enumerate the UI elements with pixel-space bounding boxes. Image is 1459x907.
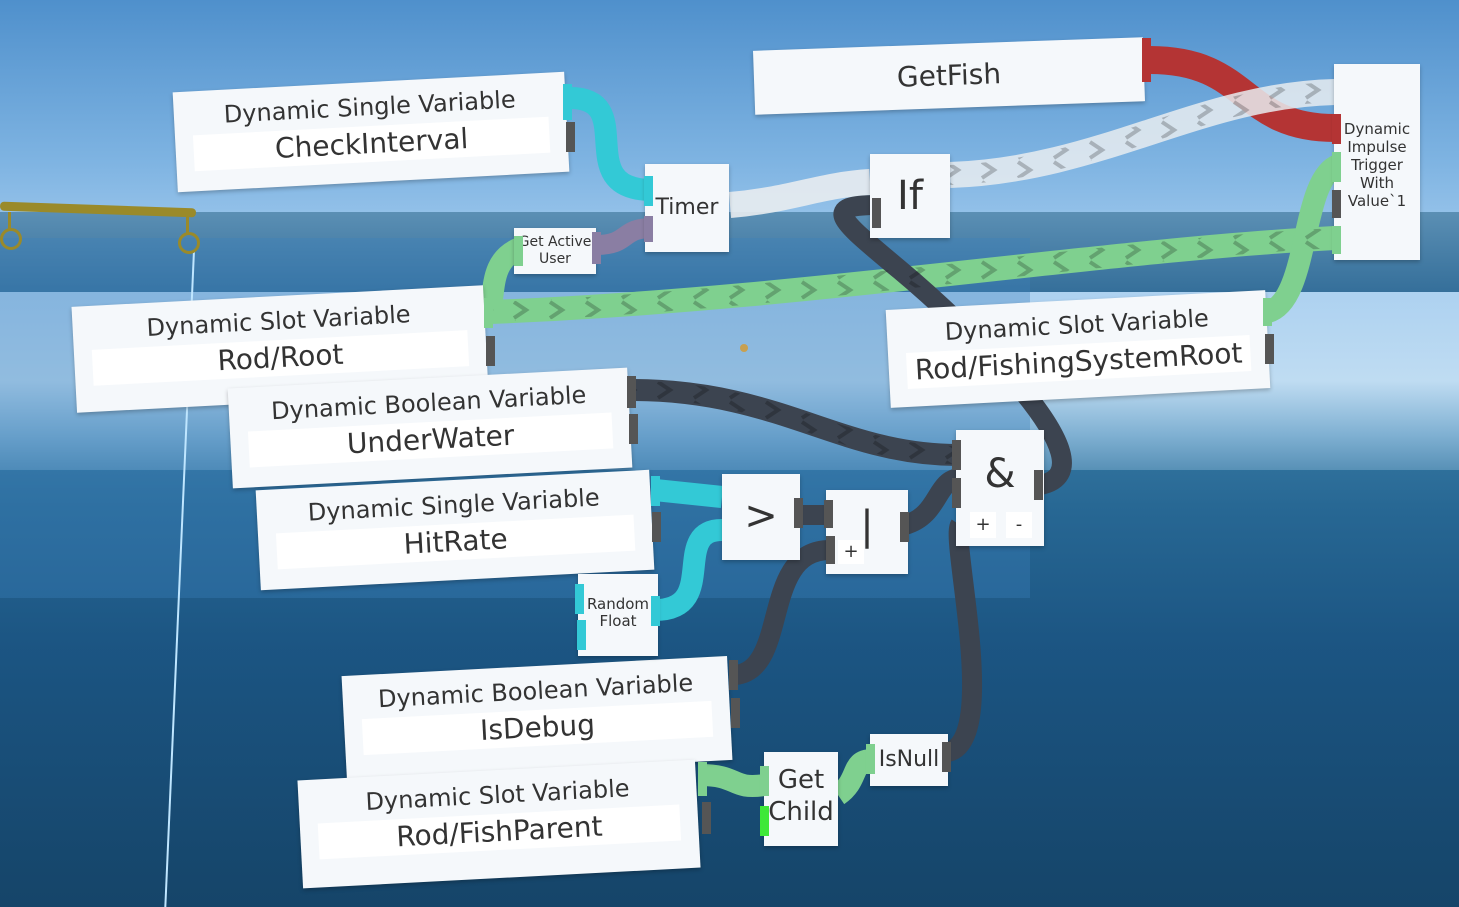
- node-fishing-system-root[interactable]: Dynamic Slot Variable Rod/FishingSystemR…: [885, 290, 1271, 408]
- node-label: Get Active User: [518, 234, 592, 267]
- node-hit-rate[interactable]: Dynamic Single Variable HitRate: [255, 469, 655, 591]
- output-port[interactable]: [514, 236, 523, 266]
- node-label: &: [984, 451, 1016, 497]
- node-label: Random Float: [586, 595, 650, 630]
- wire-getfish-value: [1149, 46, 1336, 142]
- input-port-interval[interactable]: [644, 176, 653, 206]
- output-port[interactable]: [575, 584, 584, 614]
- input-port[interactable]: [952, 478, 961, 508]
- node-label: If: [897, 173, 923, 219]
- node-check-interval[interactable]: Dynamic Single Variable CheckInterval: [172, 71, 570, 193]
- node-value-label: GetFish: [896, 57, 1002, 94]
- node-label: IsNull: [878, 747, 940, 772]
- output-port[interactable]: [942, 742, 951, 772]
- output-port[interactable]: [794, 498, 803, 528]
- node-under-water[interactable]: Dynamic Boolean Variable UnderWater: [227, 367, 633, 489]
- node-dynamic-impulse-trigger[interactable]: Dynamic Impulse Trigger With Value`1: [1334, 64, 1420, 260]
- output-port[interactable]: [1263, 298, 1272, 326]
- input-port-tag[interactable]: [1332, 114, 1341, 144]
- rod-ring-right-icon: [178, 232, 200, 254]
- focus-dot: [740, 344, 748, 352]
- output-port[interactable]: [651, 476, 660, 506]
- node-and[interactable]: & + -: [956, 430, 1044, 546]
- node-if[interactable]: If: [870, 154, 950, 238]
- rod-hanger-left: [8, 212, 11, 230]
- node-timer[interactable]: Timer: [645, 164, 729, 252]
- input-port-instance[interactable]: [760, 766, 769, 796]
- output-port[interactable]: [486, 336, 495, 366]
- input-port-value[interactable]: [1332, 152, 1341, 182]
- input-port-user[interactable]: [644, 216, 653, 242]
- output-port[interactable]: [1265, 334, 1274, 364]
- input-port-target[interactable]: [1332, 226, 1341, 254]
- output-port[interactable]: [629, 414, 638, 444]
- wire-checkinterval-to-timer: [569, 87, 653, 201]
- add-input-button[interactable]: +: [838, 540, 864, 564]
- output-port[interactable]: [651, 596, 660, 626]
- output-port[interactable]: [731, 698, 740, 728]
- node-random-float[interactable]: Random Float: [578, 574, 658, 656]
- output-port[interactable]: [563, 84, 572, 120]
- node-get-fish[interactable]: GetFish: [753, 37, 1145, 115]
- output-port[interactable]: [698, 762, 707, 796]
- input-port[interactable]: [824, 500, 833, 528]
- output-port[interactable]: [729, 660, 738, 690]
- node-or[interactable]: | +: [826, 490, 908, 574]
- input-port[interactable]: [1332, 190, 1341, 218]
- node-label: Get Child: [768, 765, 834, 827]
- output-port[interactable]: [577, 620, 586, 650]
- node-get-child[interactable]: Get Child: [764, 752, 838, 846]
- input-port-condition[interactable]: [872, 198, 881, 228]
- output-port[interactable]: [652, 512, 661, 542]
- output-port[interactable]: [1034, 470, 1043, 500]
- wire-timer-to-if: [728, 169, 871, 218]
- output-port[interactable]: [1142, 38, 1151, 82]
- input-port[interactable]: [952, 440, 961, 470]
- rod-hanger-right: [186, 214, 189, 234]
- output-port[interactable]: [484, 298, 493, 328]
- output-port[interactable]: [592, 232, 601, 264]
- output-port[interactable]: [900, 512, 909, 542]
- output-port[interactable]: [702, 802, 711, 834]
- output-port[interactable]: [627, 376, 636, 408]
- rod-ring-left-icon: [0, 228, 22, 250]
- node-label: >: [744, 493, 778, 539]
- node-label: Dynamic Impulse Trigger With Value`1: [1343, 120, 1411, 210]
- input-port[interactable]: [866, 744, 875, 774]
- node-greater[interactable]: >: [722, 474, 800, 560]
- input-port-index[interactable]: [760, 806, 769, 836]
- node-is-null[interactable]: IsNull: [870, 734, 948, 786]
- node-label: Timer: [655, 195, 719, 220]
- add-input-button[interactable]: +: [970, 512, 996, 538]
- node-get-active-user[interactable]: Get Active User: [514, 228, 596, 274]
- remove-input-button[interactable]: -: [1006, 512, 1032, 538]
- input-port[interactable]: [826, 536, 835, 564]
- node-label: |: [860, 503, 874, 549]
- output-port[interactable]: [566, 122, 575, 152]
- node-fish-parent[interactable]: Dynamic Slot Variable Rod/FishParent: [297, 759, 701, 889]
